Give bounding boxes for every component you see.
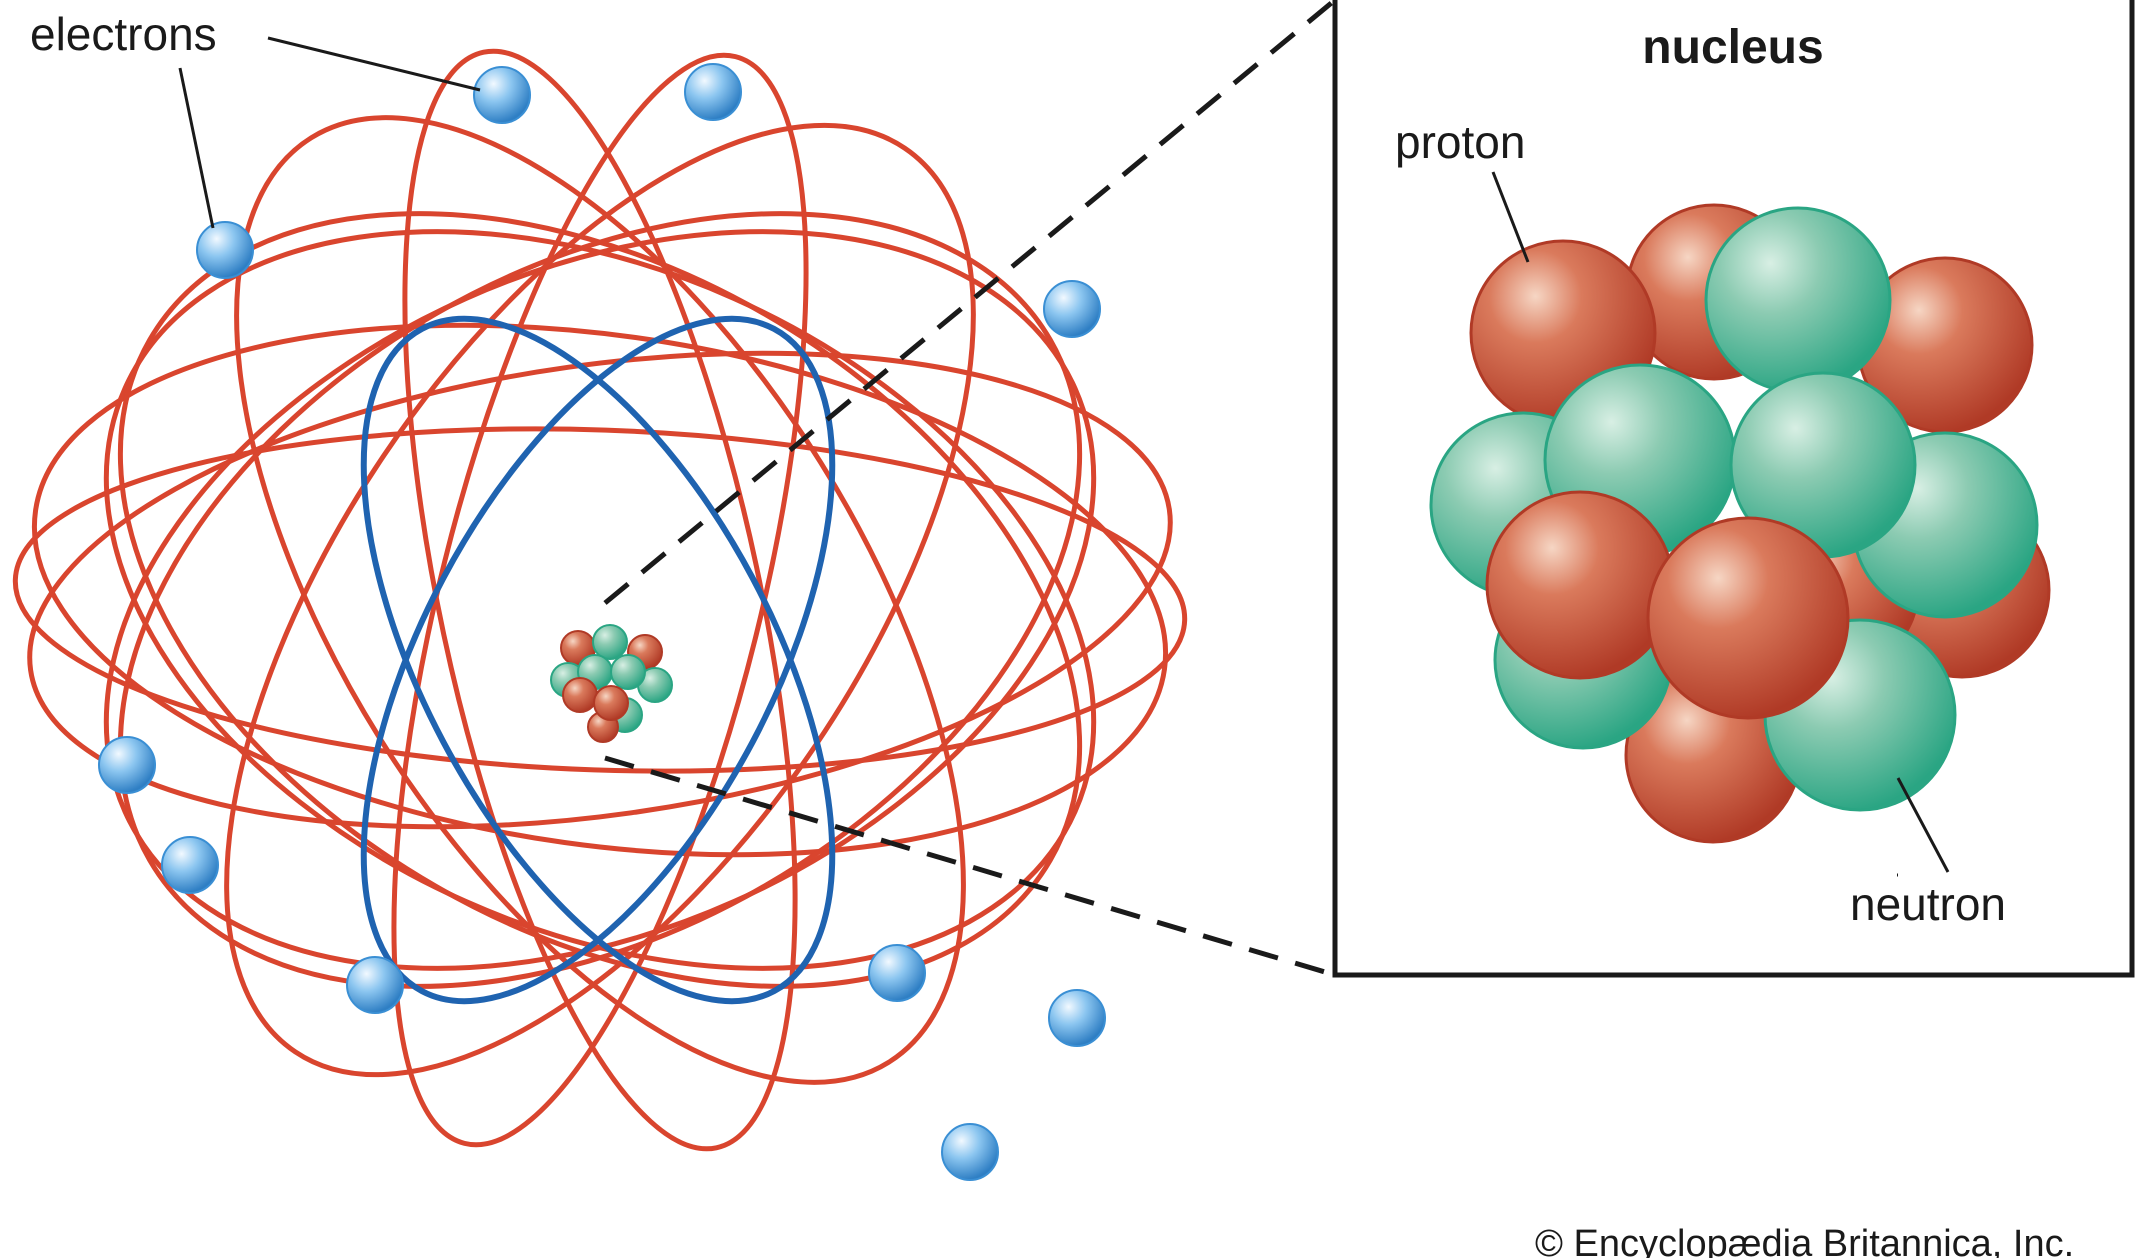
nucleus-title: nucleus bbox=[1642, 21, 1823, 74]
small-nucleon bbox=[610, 654, 646, 690]
electrons bbox=[98, 63, 1106, 1181]
proton bbox=[1646, 516, 1850, 720]
neutron bbox=[1704, 206, 1892, 394]
outer-orbit bbox=[117, 211, 1083, 989]
inner-orbit bbox=[360, 315, 836, 1005]
inner-orbit bbox=[360, 315, 836, 1005]
electrons-leader-line bbox=[267, 36, 481, 92]
electron bbox=[98, 736, 156, 794]
electron bbox=[346, 956, 404, 1014]
outer-orbit bbox=[27, 350, 1173, 830]
outer-orbit bbox=[31, 322, 1169, 858]
electron bbox=[941, 1123, 999, 1181]
zoom-lines bbox=[603, 0, 1337, 978]
neutron-label: neutron bbox=[1850, 878, 2006, 930]
electron bbox=[161, 836, 219, 894]
outer-orbit bbox=[224, 122, 976, 1078]
outer-orbit bbox=[117, 211, 1083, 989]
proton-label: proton bbox=[1395, 116, 1525, 168]
electron bbox=[684, 63, 742, 121]
large-nucleus bbox=[1429, 203, 2051, 844]
outer-orbit bbox=[391, 52, 809, 1148]
atom-nucleus bbox=[550, 624, 673, 743]
zoom-line-top bbox=[603, 0, 1337, 605]
small-nucleon bbox=[562, 677, 598, 713]
small-nucleon bbox=[593, 685, 629, 721]
inner-orbits bbox=[360, 315, 836, 1005]
outer-orbit bbox=[402, 48, 798, 1152]
electrons-label: electrons bbox=[30, 8, 217, 60]
small-nucleon bbox=[592, 624, 628, 660]
electrons-leader-line bbox=[178, 67, 215, 229]
electron bbox=[1048, 989, 1106, 1047]
electron bbox=[196, 221, 254, 279]
electron bbox=[868, 944, 926, 1002]
electron bbox=[1043, 280, 1101, 338]
outer-orbit bbox=[12, 426, 1188, 774]
proton bbox=[1485, 490, 1675, 680]
proton-leader-line bbox=[1491, 171, 1530, 263]
neutron-leader-line-main bbox=[1896, 777, 1950, 873]
electrons-leaders bbox=[178, 36, 481, 229]
copyright-text: © Encyclopædia Britannica, Inc. bbox=[1535, 1223, 2074, 1258]
electron bbox=[473, 66, 531, 124]
zoom-line-bottom bbox=[604, 755, 1336, 978]
outer-orbit bbox=[234, 115, 966, 1085]
